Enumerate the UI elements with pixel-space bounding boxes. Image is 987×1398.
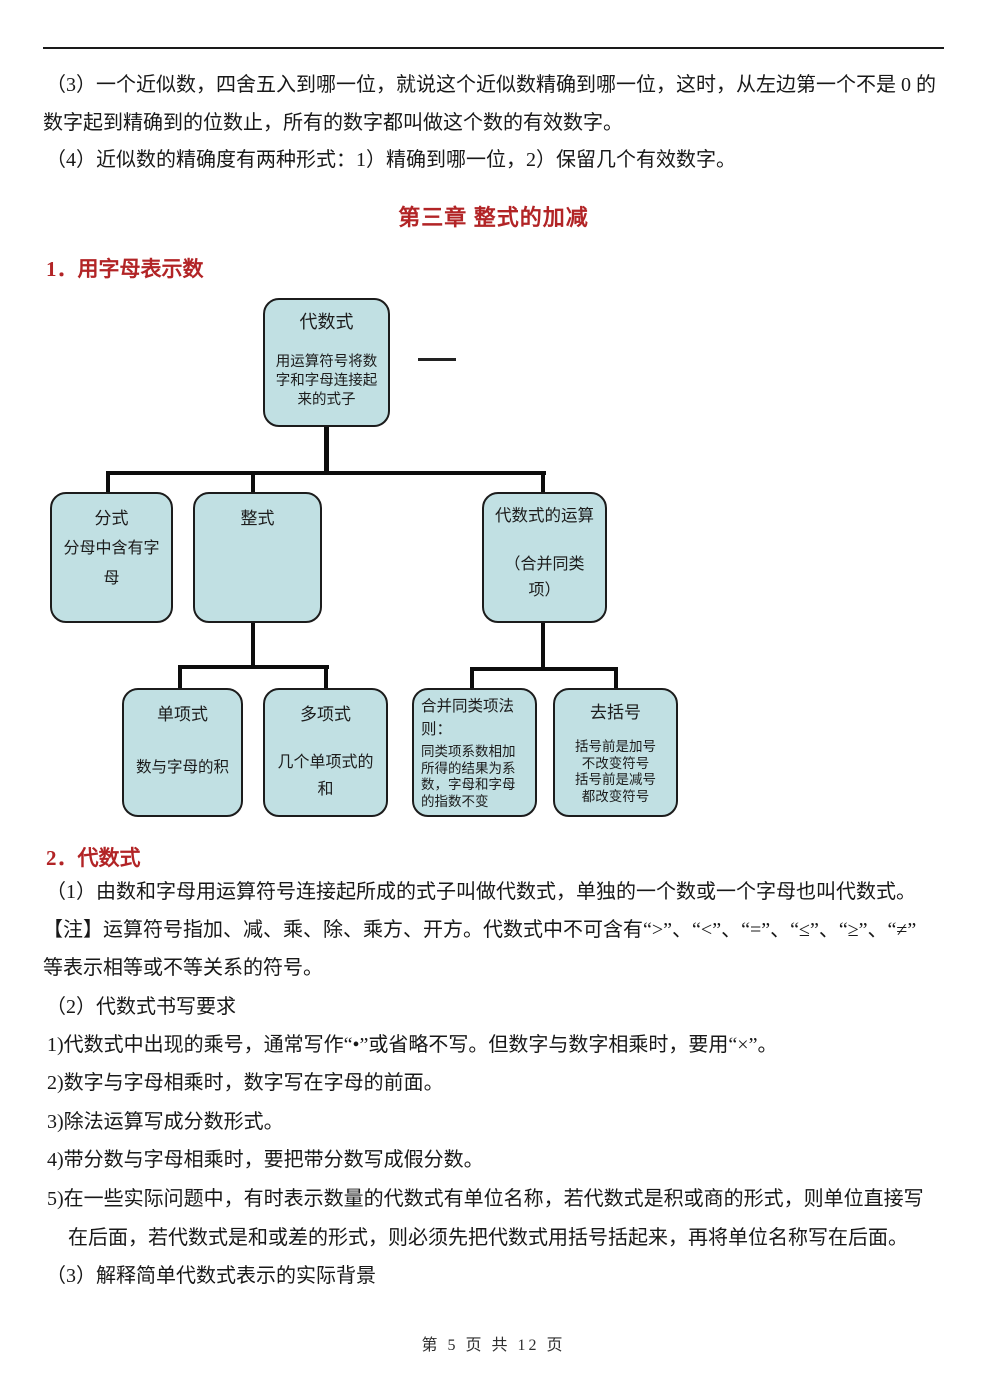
connector-line [106, 471, 546, 475]
connector-line [178, 665, 329, 669]
diagram-box-hebing-rule: 合并同类项法 则： 同类项系数相加 所得的结果为系 数，字母和字母 的指数不变 [412, 688, 537, 817]
chapter-title: 第三章 整式的加减 [398, 205, 589, 230]
box-body: 几个单项式的 和 [277, 754, 374, 798]
diagram-box-fenshi: 分式 分母中含有字 母 [50, 492, 173, 623]
section-heading-2: 2．代数式 [46, 846, 141, 870]
connector-line [324, 427, 329, 473]
box-title: 分式 [94, 509, 129, 528]
connector-line [470, 667, 618, 671]
diagram-box-yunsuan: 代数式的运算 （合并同类 项） [482, 492, 607, 623]
connector-line [178, 665, 182, 689]
paragraph-line: 3)除法运算写成分数形式。 [47, 1111, 284, 1133]
page-number: 第 5 页 共 12 页 [421, 1337, 566, 1354]
diagram-box-zhengshi: 整式 [193, 492, 322, 623]
paragraph-line: 4)带分数与字母相乘时，要把带分数写成假分数。 [47, 1149, 484, 1171]
box-title: 多项式 [300, 705, 351, 724]
paragraph-line: 在后面，若代数式是和或差的形式，则必须先把代数式用括号括起来，再将单位名称写在后… [68, 1227, 908, 1249]
connector-line [251, 471, 255, 493]
box-title: 合并同类项法 则： [421, 698, 515, 738]
connector-line [470, 667, 474, 689]
paragraph-line: （3）一个近似数，四舍五入到哪一位，就说这个近似数精确到哪一位，这时，从左边第一… [46, 74, 936, 96]
diagram-box-danxiangshi: 单项式 数与字母的积 [122, 688, 243, 817]
paragraph-line: 【注】运算符号指加、减、乘、除、乘方、开方。代数式中不可含有“>”、“<”、“=… [43, 919, 917, 941]
paragraph-line: 5)在一些实际问题中，有时表示数量的代数式有单位名称，若代数式是积或商的形式，则… [47, 1188, 924, 1210]
connector-line [541, 623, 545, 669]
section-heading-1: 1．用字母表示数 [46, 257, 204, 281]
connector-line [541, 471, 545, 493]
box-title: 代数式的运算 [495, 506, 594, 525]
dash-line [418, 358, 456, 361]
box-title: 去括号 [590, 703, 641, 722]
paragraph-line: 等表示相等或不等关系的符号。 [43, 957, 323, 979]
diagram-box-duoxiangshi: 多项式 几个单项式的 和 [263, 688, 388, 817]
paragraph-line: 数字起到精确到的位数止，所有的数字都叫做这个数的有效数字。 [43, 112, 623, 134]
paragraph-line: 2)数字与字母相乘时，数字写在字母的前面。 [47, 1072, 444, 1094]
paragraph-line: （2）代数式书写要求 [46, 996, 236, 1018]
connector-line [614, 667, 618, 689]
paragraph-line: （1）由数和字母用运算符号连接起所成的式子叫做代数式，单独的一个数或一个字母也叫… [46, 881, 916, 903]
box-body: （合并同类 项） [504, 556, 585, 599]
connector-line [106, 471, 110, 493]
box-title: 整式 [240, 509, 275, 528]
paragraph-line: 1)代数式中出现的乘号，通常写作“•”或省略不写。但数字与数字相乘时，要用“×”… [47, 1034, 778, 1056]
diagram-box-daishushi: 代数式 用运算符号将数 字和字母连接起 来的式子 [263, 298, 390, 427]
box-title: 单项式 [157, 705, 208, 724]
paragraph-line: （4）近似数的精确度有两种形式：1）精确到哪一位，2）保留几个有效数字。 [46, 149, 736, 171]
paragraph-line: （3）解释简单代数式表示的实际背景 [46, 1265, 376, 1287]
box-body: 数与字母的积 [135, 759, 229, 776]
box-body: 同类项系数相加 所得的结果为系 数，字母和字母 的指数不变 [421, 744, 516, 809]
connector-line [251, 623, 255, 669]
box-title: 代数式 [299, 312, 354, 332]
box-body: 括号前是加号 不改变符号 括号前是减号 都改变符号 [575, 739, 656, 804]
connector-line [324, 665, 328, 689]
box-body: 用运算符号将数 字和字母连接起 来的式子 [275, 354, 378, 408]
diagram-box-qukuohao: 去括号 括号前是加号 不改变符号 括号前是减号 都改变符号 [553, 688, 678, 817]
box-body: 分母中含有字 母 [63, 540, 160, 587]
header-divider [43, 47, 944, 49]
